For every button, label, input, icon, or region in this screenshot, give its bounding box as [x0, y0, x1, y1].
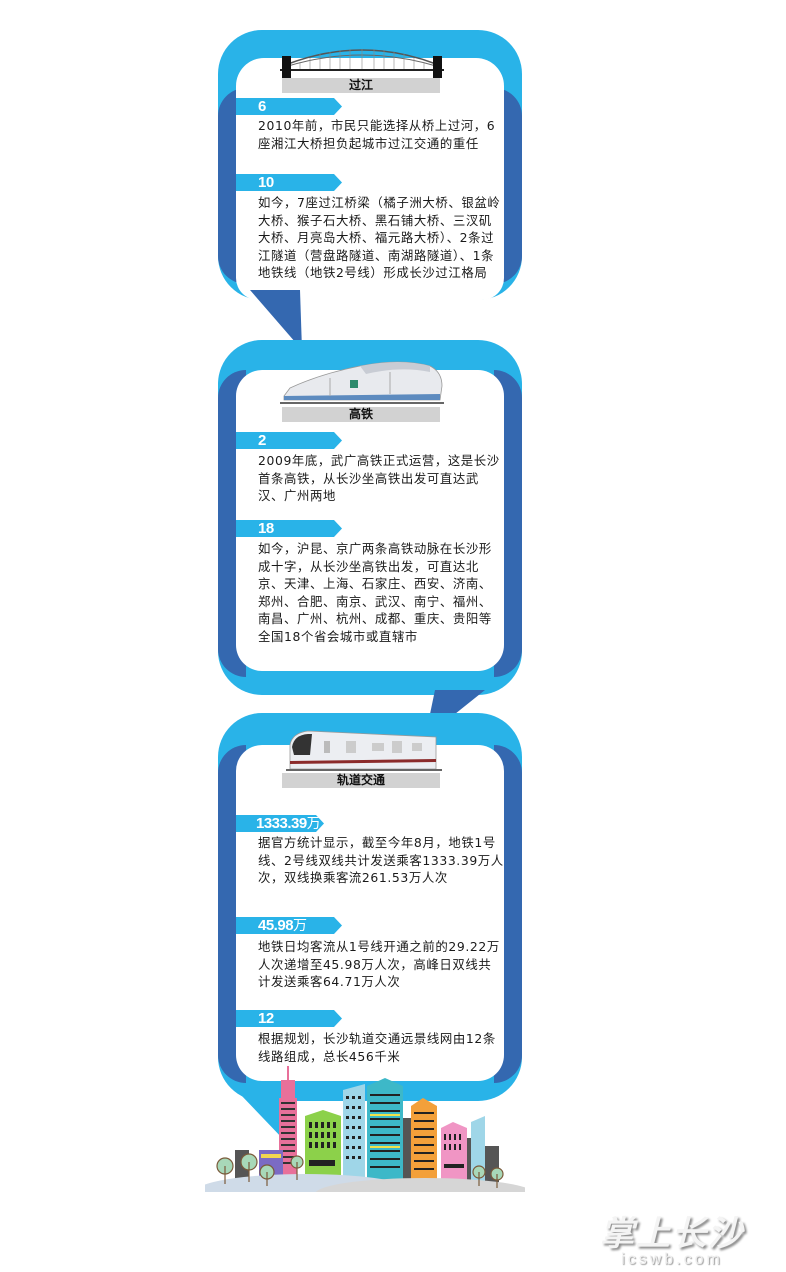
stat-description: 根据规划，长沙轨道交通远景线网由12条线路组成，总长456千米: [258, 1031, 496, 1064]
stat-tag: 1333.39万: [236, 815, 324, 832]
section-title: 轨道交通: [282, 773, 440, 788]
speech-tail: [240, 1094, 290, 1140]
stat-tag: 10: [236, 174, 342, 191]
stat-unit: 万: [293, 917, 307, 933]
stat-number: 12: [258, 1010, 274, 1027]
section-rail-transit: 轨道交通 1333.39万 据官方统计显示，截至今年8月，地铁1号线、2号线双线…: [218, 713, 522, 1101]
section-river-crossing: 过江 6 2010年前，市民只能选择从桥上过河，6座湘江大桥担负起城市过江交通的…: [218, 30, 522, 300]
watermark-url: icswb.com: [621, 1251, 723, 1268]
stat-description: 据官方统计显示，截至今年8月，地铁1号线、2号线双线共计发送乘客1333.39万…: [258, 835, 504, 886]
stat-description: 2009年底，武广高铁正式运营，这是长沙首条高铁，从长沙坐高铁出发可直达武汉、广…: [258, 453, 500, 504]
stat-description: 如今，7座过江桥梁（橘子洲大桥、银盆岭大桥、猴子石大桥、黑石铺大桥、三汊矶大桥、…: [258, 195, 501, 281]
stat-number: 6: [258, 98, 266, 115]
stat-number: 1333.39: [256, 815, 307, 832]
stat-tag: 18: [236, 520, 342, 537]
stat-number: 10: [258, 174, 274, 191]
stat-description: 2010年前，市民只能选择从桥上过河，6座湘江大桥担负起城市过江交通的重任: [258, 118, 496, 151]
speech-tail: [250, 290, 302, 350]
stat-tag: 12: [236, 1010, 342, 1027]
stat-description: 如今，沪昆、京广两条高铁动脉在长沙形成十字，从长沙坐高铁出发，可直达北京、天津、…: [258, 541, 492, 644]
watermark-logo-text: 掌上长沙: [600, 1214, 744, 1254]
stat-tag: 2: [236, 432, 342, 449]
high-speed-train-illustration: [280, 361, 444, 404]
stat-number: 18: [258, 520, 274, 537]
section-title: 过江: [282, 78, 440, 93]
stat-number: 45.98: [258, 917, 294, 934]
watermark: 掌上长沙 icswb.com: [582, 1206, 762, 1269]
stat-unit: 万: [306, 815, 321, 831]
bridge-illustration: [280, 49, 444, 78]
section-title: 高铁: [282, 407, 440, 422]
section-high-speed-rail: 高铁 2 2009年底，武广高铁正式运营，这是长沙首条高铁，从长沙坐高铁出发可直…: [218, 340, 522, 695]
stat-description: 地铁日均客流从1号线开通之前的29.22万人次递增至45.98万人次，高峰日双线…: [258, 939, 500, 990]
city-skyline-illustration: [205, 1066, 525, 1198]
stat-tag: 45.98万: [236, 917, 342, 934]
stat-tag: 6: [236, 98, 342, 115]
stat-number: 2: [258, 432, 266, 449]
subway-train-illustration: [286, 730, 442, 771]
